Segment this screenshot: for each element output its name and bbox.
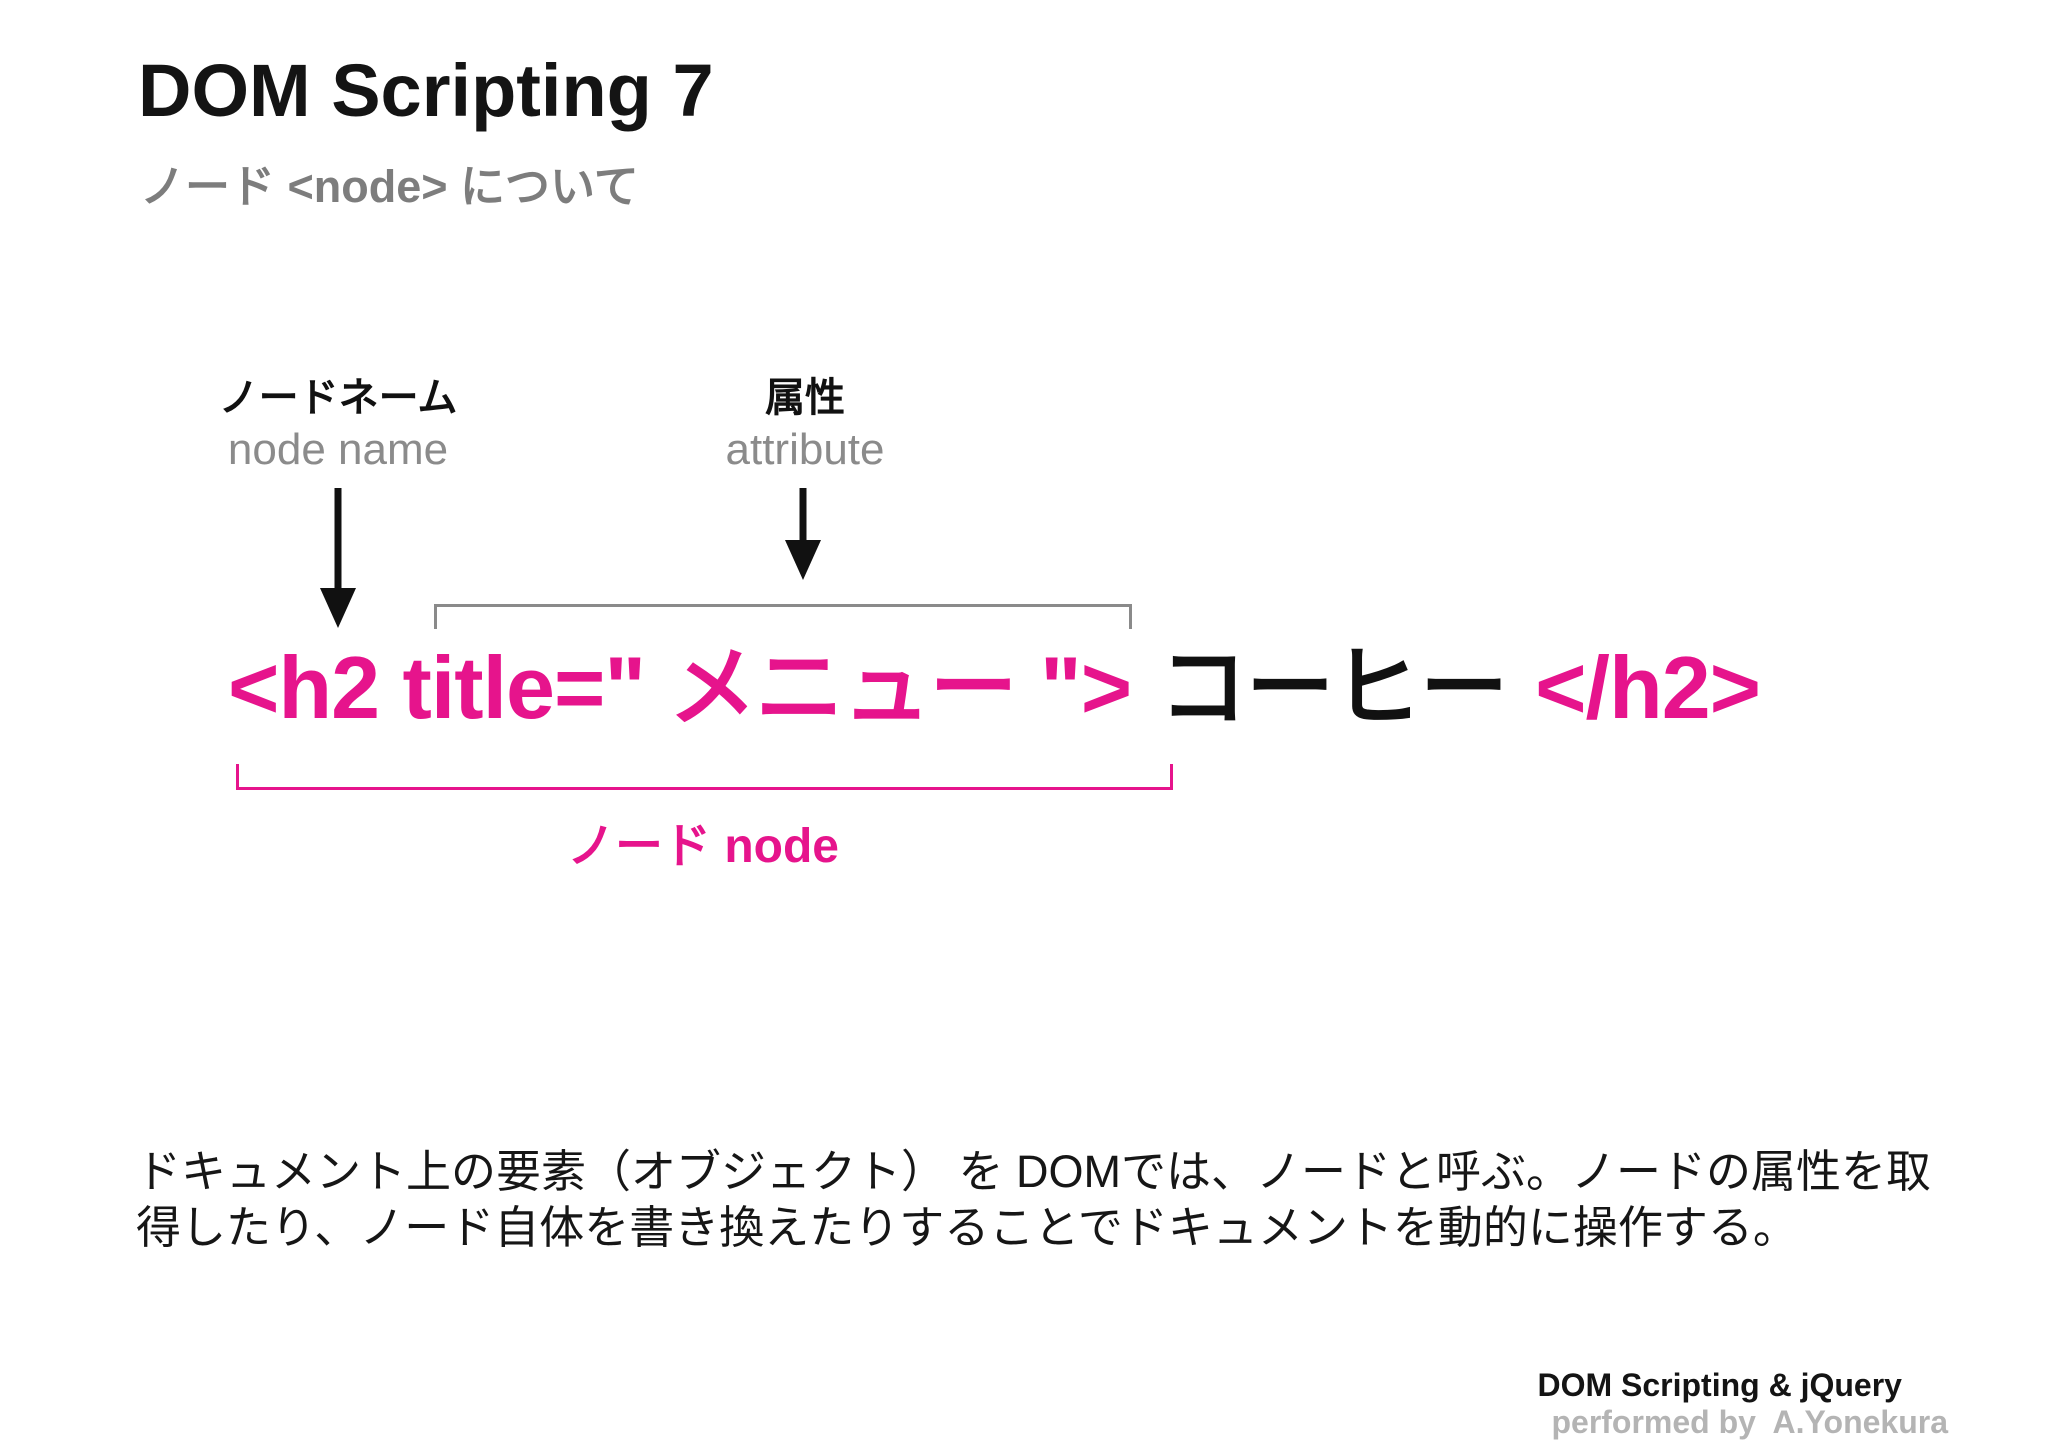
slide-subtitle: ノード <node> について — [140, 161, 639, 212]
node-name-label-en: node name — [227, 425, 449, 474]
node-name-label: ノードネーム node name — [219, 376, 458, 474]
code-text-content: コーヒー — [1159, 638, 1508, 737]
code-sample: <h2 title=" メニュー "> コーヒー </h2> — [228, 638, 1761, 737]
body-paragraph: ドキュメント上の要素（オブジェクト） を DOMでは、ノードと呼ぶ。ノードの属性… — [136, 1146, 1931, 1253]
footer-series-title: DOM Scripting & jQuery — [1537, 1367, 1902, 1403]
attribute-label: 属性 attribute — [726, 376, 885, 474]
footer-credit: performed by A.Yonekura — [1551, 1404, 1948, 1440]
slide-title: DOM Scripting 7 — [138, 49, 714, 132]
attribute-label-jp: 属性 — [764, 376, 845, 420]
attribute-span-bracket — [434, 604, 1132, 629]
code-open-tag: <h2 title=" メニュー "> — [228, 638, 1132, 737]
footer: DOM Scripting & jQuery performed by A.Yo… — [1502, 1330, 1948, 1448]
attribute-label-en: attribute — [725, 425, 885, 474]
code-close-tag: </h2> — [1535, 638, 1761, 737]
node-bracket-label: ノード node — [567, 820, 839, 873]
node-name-label-jp: ノードネーム — [218, 376, 458, 420]
node-span-bracket — [236, 764, 1173, 790]
arrow-down-icon — [320, 488, 356, 628]
arrow-down-icon — [785, 488, 821, 580]
